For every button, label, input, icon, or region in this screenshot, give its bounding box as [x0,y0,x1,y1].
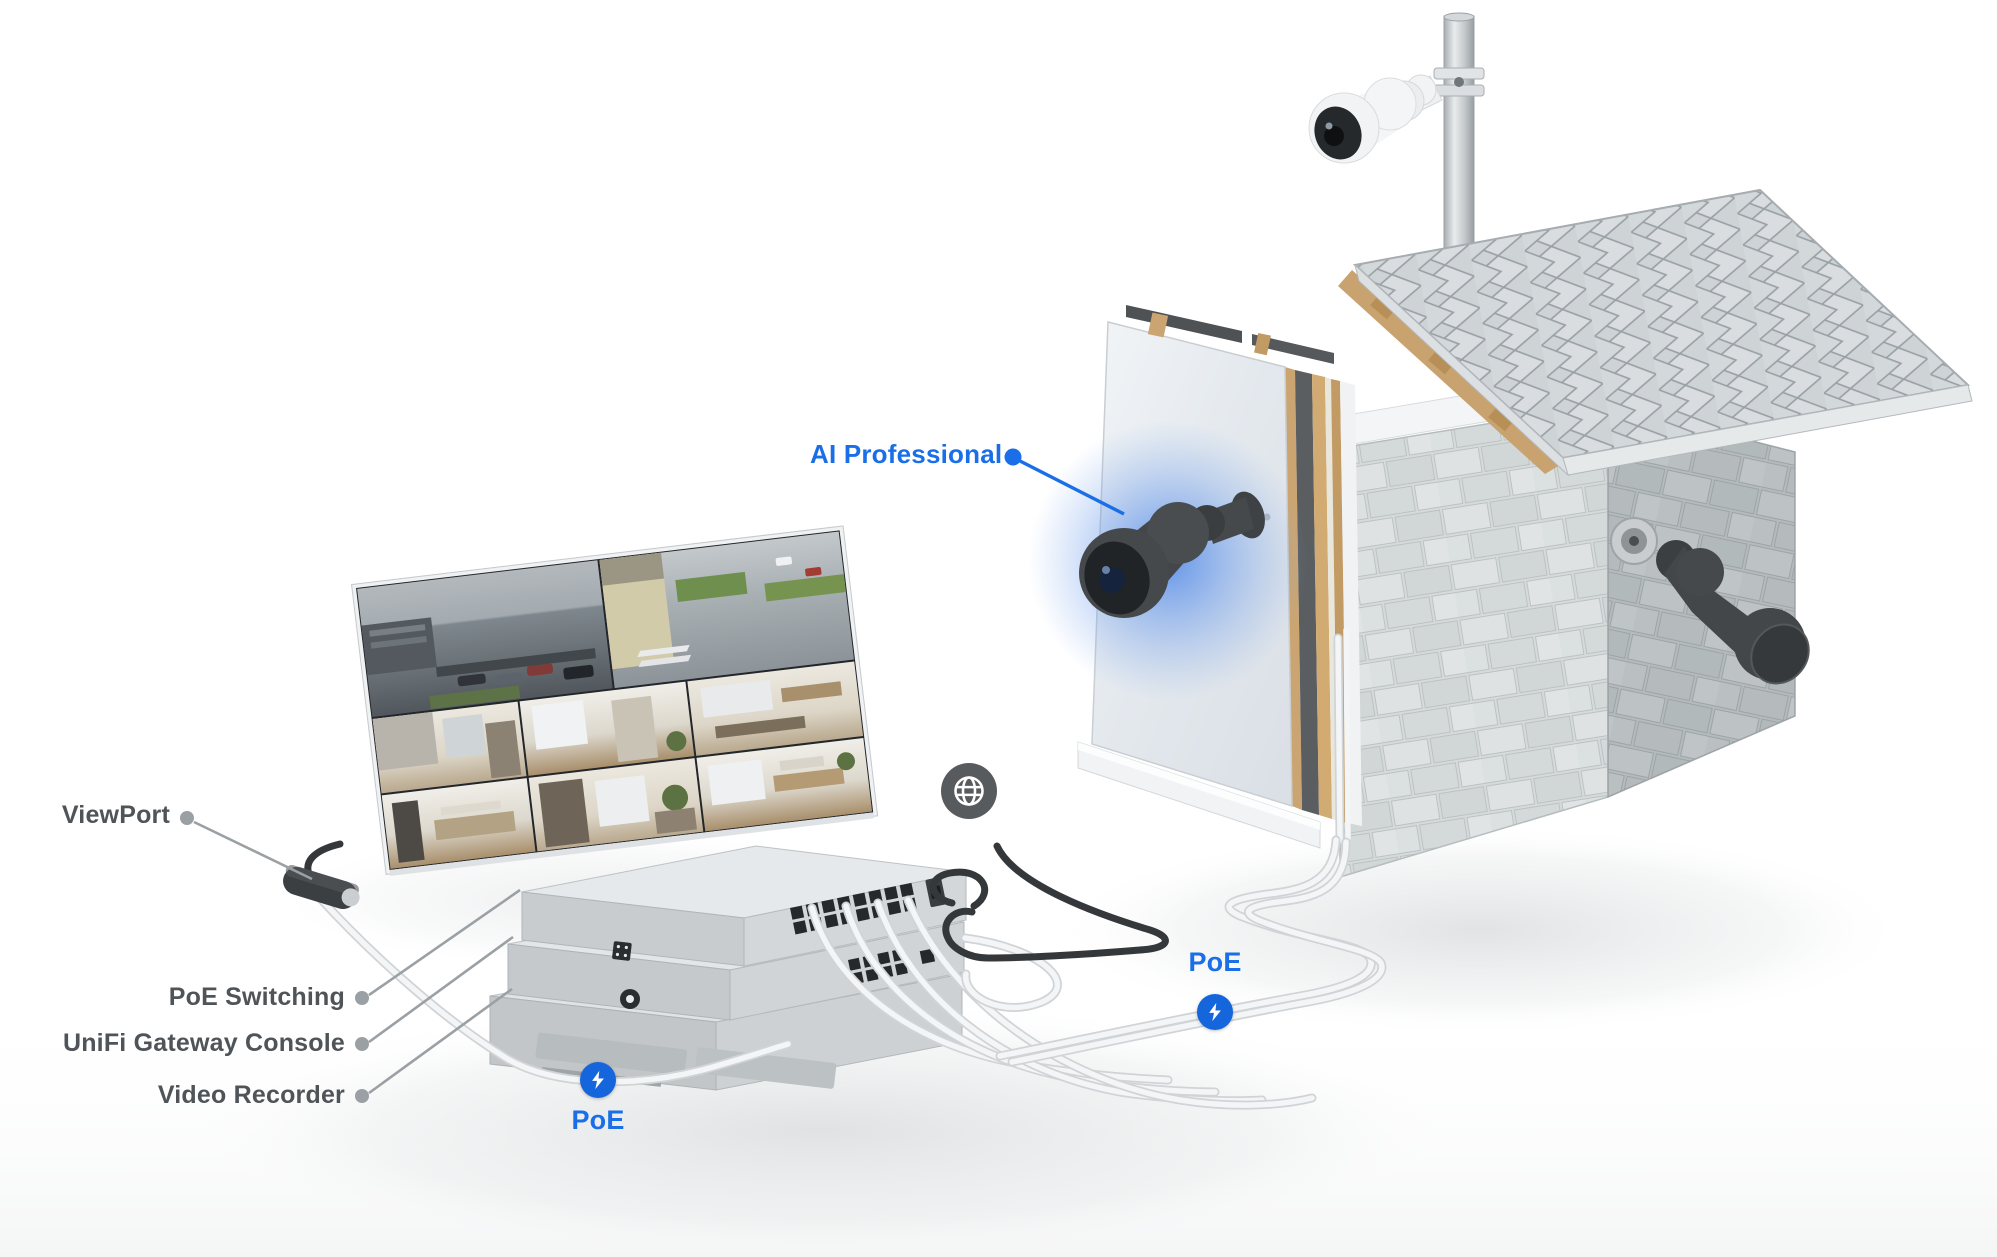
camera-feed-tile [528,758,704,852]
viewport-adapter [283,840,360,910]
pole-camera [1308,74,1443,164]
poe-badge-right [1197,994,1233,1030]
video-recorder-label: Video Recorder [157,1081,345,1109]
camera-pole [1433,12,1485,267]
camera-feed-tile [687,661,864,756]
lightning-bolt-icon [592,1070,604,1090]
viewport-label: ViewPort [61,801,170,829]
camera-feed-tile [372,701,527,794]
internet-globe-badge [941,763,997,819]
ai-professional-camera [1079,491,1265,618]
building [1028,74,1973,879]
surveillance-monitor [350,525,879,876]
ethernet-cables [313,835,1387,1110]
wall-camera-right [1610,517,1810,685]
globe-icon [954,776,984,806]
roof [1338,188,1973,477]
camera-feed-tile [696,737,873,832]
camera-feed-tile [599,531,854,689]
leader-lines [180,448,1125,1103]
lightning-bolt-icon [1209,1002,1221,1022]
camera-feed-tile [381,778,536,869]
in-wall-cables [1333,627,1351,845]
poe-label-right: PoE [1188,947,1242,977]
poe-switching-label: PoE Switching [168,983,345,1011]
unifi-gateway-console-label: UniFi Gateway Console [62,1029,345,1057]
poe-label-left: PoE [571,1105,625,1135]
poe-badge-left [580,1062,616,1098]
camera-feed-tile [357,560,613,717]
internet-cable [929,842,1169,962]
ai-professional-label: AI Professional [810,439,1003,469]
camera-feed-tile [519,681,695,776]
